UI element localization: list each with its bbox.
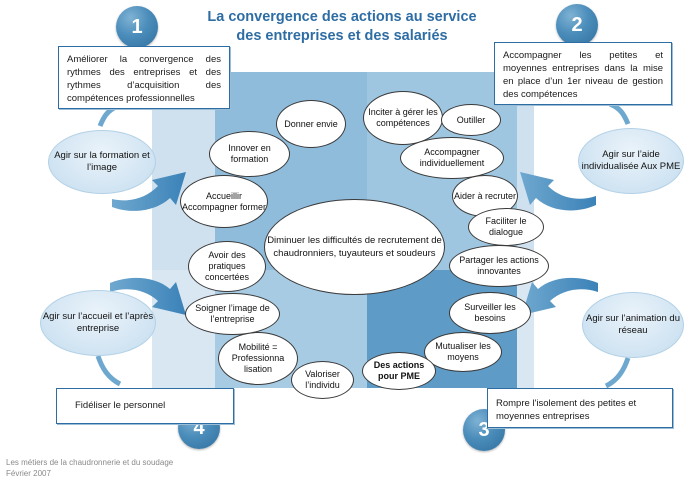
callout-4[interactable]: Fidéliser le personnel	[56, 388, 234, 424]
action-mobilite-professionnalisation[interactable]: Mobilité = Professionna lisation	[218, 332, 298, 385]
arrow-bottom-right	[522, 277, 598, 315]
title-line-1: La convergence des actions au service	[207, 9, 477, 25]
action-accompagner-individuellement[interactable]: Accompagner individuellement	[400, 137, 504, 179]
stem-top-right	[608, 101, 631, 125]
callout-3[interactable]: Rompre l'isolement des petites et moyenn…	[487, 388, 673, 428]
arrow-bottom-left	[110, 277, 186, 315]
badge-2: 2	[556, 4, 598, 46]
action-faciliter-le-dialogue[interactable]: Faciliter le dialogue	[468, 208, 544, 246]
badge-1: 1	[116, 6, 158, 48]
footer-line-1: Les métiers de la chaudronnerie et du so…	[6, 458, 174, 467]
action-outiller[interactable]: Outiller	[441, 104, 501, 136]
axis-top-right[interactable]: Agir sur l’aide individualisée Aux PME	[578, 128, 684, 194]
action-mutualiser-les-moyens[interactable]: Mutualiser les moyens	[424, 332, 502, 372]
stem-bottom-right	[604, 357, 631, 389]
action-soigner-l-image[interactable]: Soigner l’image de l’entreprise	[185, 293, 280, 335]
action-avoir-des-pratiques-concertees[interactable]: Avoir des pratiques concertées	[188, 241, 266, 292]
stem-bottom-left	[95, 355, 122, 387]
action-accueillir-accompagner[interactable]: Accueillir Accompagner former	[180, 175, 268, 228]
stem-top-left	[97, 103, 120, 127]
title-line-2: des entreprises et des salariés	[236, 28, 448, 44]
action-inciter-gerer-competences[interactable]: Inciter à gérer les compétences	[363, 91, 443, 145]
central-goal-ellipse: Diminuer les difficultés de recrutement …	[264, 199, 445, 295]
callout-2[interactable]: Accompagner les petites et moyennes entr…	[494, 42, 672, 105]
footer-line-2: Février 2007	[6, 469, 51, 478]
axis-top-left[interactable]: Agir sur la formation et l’image	[48, 130, 156, 194]
axis-bottom-right[interactable]: Agir sur l’animation du réseau	[582, 292, 684, 358]
action-valoriser-l-individu[interactable]: Valoriser l’individu	[291, 361, 354, 399]
action-des-actions-pour-pme[interactable]: Des actions pour PME	[362, 352, 436, 390]
action-donner-envie[interactable]: Donner envie	[276, 100, 346, 148]
arrow-top-right	[520, 172, 596, 211]
action-innover-en-formation[interactable]: Innover en formation	[209, 131, 290, 177]
footer-caption: Les métiers de la chaudronnerie et du so…	[6, 457, 173, 479]
arrow-top-left	[112, 172, 186, 211]
axis-bottom-left[interactable]: Agir sur l’accueil et l’après entreprise	[40, 290, 156, 356]
diagram-title: La convergence des actions au service de…	[192, 8, 492, 46]
action-surveiller-les-besoins[interactable]: Surveiller les besoins	[449, 292, 531, 334]
central-goal-text: Diminuer les difficultés de recrutement …	[267, 235, 442, 259]
callout-1[interactable]: Améliorer la convergence des rythmes des…	[58, 46, 230, 109]
action-partager-actions-innovantes[interactable]: Partager les actions innovantes	[449, 245, 549, 287]
